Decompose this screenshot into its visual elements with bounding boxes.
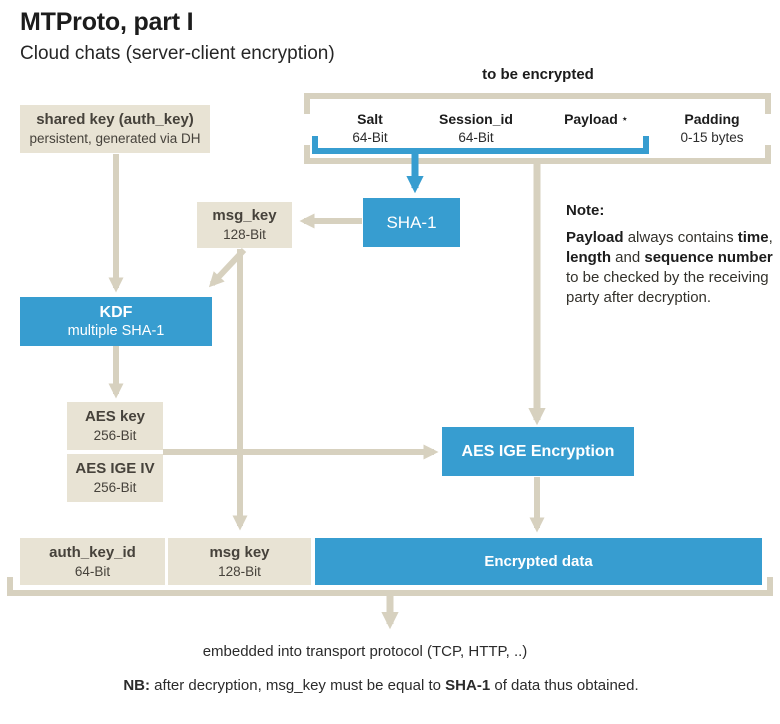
aes-ige-encryption-box: AES IGE Encryption (442, 427, 634, 476)
kdf-subtitle: multiple SHA-1 (67, 323, 165, 339)
aes-ige-iv-box: AES IGE IV 256-Bit (67, 454, 163, 502)
msg-key-top-box: msg_key 128-Bit (197, 202, 292, 248)
page-title: MTProto, part I (20, 8, 194, 36)
bracket-sha1-input (312, 136, 649, 154)
payload-star-icon: ⋆ (621, 114, 628, 125)
msg-key-top-size: 128-Bit (223, 227, 266, 242)
payload-note: Note: Payload always contains time, leng… (566, 202, 780, 308)
aes-ige-iv-size: 256-Bit (93, 480, 137, 495)
field-salt-size: 64-Bit (352, 130, 388, 145)
shared-key-subtitle: persistent, generated via DH (29, 131, 201, 146)
kdf-box: KDF multiple SHA-1 (20, 297, 212, 346)
kdf-title: KDF (99, 304, 133, 321)
encrypted-data-label: Encrypted data (484, 553, 593, 570)
field-salt-name: Salt (357, 111, 383, 127)
sha1-label: SHA-1 (386, 212, 437, 232)
field-session-id-name: Session_id (439, 111, 513, 127)
field-padding: Padding 0-15 bytes (652, 111, 772, 145)
msg-key-bottom-title: msg key (209, 543, 270, 561)
note-heading: Note: (566, 202, 605, 219)
field-padding-size: 0-15 bytes (680, 130, 744, 145)
nb-caption: NB: after decryption, msg_key must be eq… (123, 677, 639, 694)
aes-ige-encryption-label: AES IGE Encryption (461, 442, 615, 460)
msg-key-bottom-size: 128-Bit (218, 563, 261, 579)
sha1-box: SHA-1 (363, 198, 460, 247)
field-session-id: Session_id 64-Bit (416, 111, 536, 145)
encrypted-data-box: Encrypted data (315, 538, 762, 585)
field-payload-name: Payload ⋆ (564, 111, 628, 127)
field-salt: Salt 64-Bit (322, 111, 418, 145)
field-padding-name: Padding (684, 111, 740, 127)
aes-key-size: 256-Bit (93, 428, 137, 443)
transport-caption: embedded into transport protocol (TCP, H… (202, 643, 528, 660)
field-session-id-size: 64-Bit (458, 130, 494, 145)
aes-key-title: AES key (84, 408, 146, 425)
msg-key-bottom-box: msg key 128-Bit (168, 538, 311, 585)
msg-key-top-title: msg_key (212, 207, 277, 224)
note-body: Payload always contains time, length and… (566, 229, 773, 306)
field-payload: Payload ⋆ (536, 111, 656, 130)
shared-key-title: shared key (auth_key) (36, 111, 194, 128)
shared-key-box: shared key (auth_key) persistent, genera… (20, 105, 210, 153)
aes-ige-iv-title: AES IGE IV (75, 460, 155, 477)
aes-key-box: AES key 256-Bit (67, 402, 163, 450)
to-be-encrypted-label: to be encrypted (482, 66, 594, 83)
auth-key-id-title: auth_key_id (49, 543, 136, 561)
page-subtitle: Cloud chats (server-client encryption) (20, 43, 335, 64)
group-bracket-top (304, 93, 771, 114)
auth-key-id-box: auth_key_id 64-Bit (20, 538, 165, 585)
auth-key-id-size: 64-Bit (74, 563, 111, 579)
